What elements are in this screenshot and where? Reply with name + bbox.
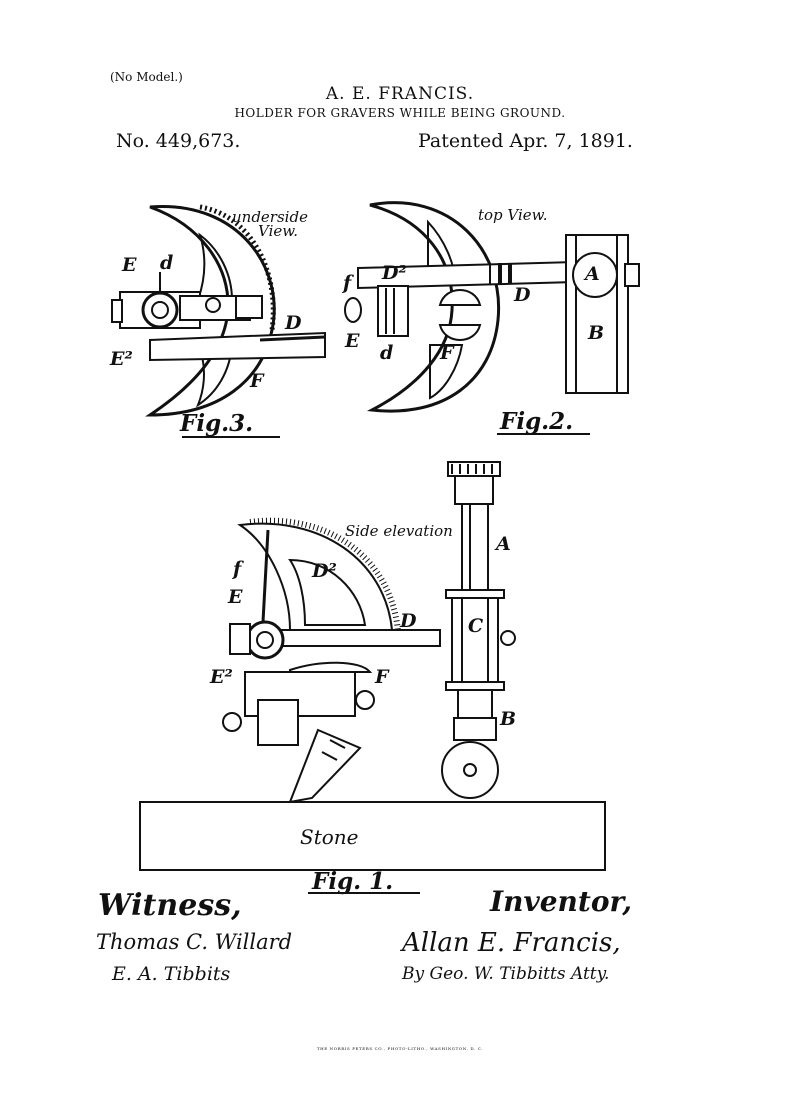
fig3-letter-D: D [285, 312, 302, 334]
fig1-sleeve-C [451, 593, 499, 687]
fig2-label: Fig.2. [500, 408, 574, 435]
fig1-arm-D [279, 629, 441, 647]
fig2-letter-D2: D² [382, 262, 407, 284]
fig1-letter-D: D [400, 610, 417, 632]
fig2-letter-F: F [440, 342, 454, 364]
patent-number: No. 449,673. [116, 130, 241, 152]
witness-signature-1: Thomas C. Willard [96, 930, 293, 954]
fig1-note: Side elevation [345, 522, 453, 540]
fig2-letter-B: B [588, 322, 605, 344]
fig1-letter-B: B [500, 708, 517, 730]
fig2-letter-E: E [345, 330, 360, 352]
fig1-wheel-B [441, 741, 499, 799]
fig1-letter-E2: E² [210, 666, 233, 688]
fig3-letter-E2: E² [110, 348, 133, 370]
fig2-lower-cutout [429, 344, 464, 400]
figure-3-drawing [111, 204, 326, 417]
fig1-column-A [461, 503, 489, 595]
stone-label: Stone [300, 825, 359, 849]
fig3-note-line1: underside [232, 208, 308, 226]
fig1-label: Fig. 1. [312, 868, 394, 895]
fig3-scale-ticks [199, 204, 276, 331]
fig1-letter-F: F [375, 666, 389, 688]
fig2-note: top View. [478, 206, 548, 224]
fig3-clamp-ring [141, 291, 179, 329]
printer-credit: THE NORRIS PETERS CO., PHOTO-LITHO., WAS… [316, 1046, 484, 1051]
fig2-letter-D: D [514, 284, 531, 306]
no-model-note: (No Model.) [110, 70, 183, 84]
fig1-letter-E: E [228, 586, 243, 608]
fig1-stone [139, 801, 606, 871]
fig2-knob-A [572, 252, 618, 298]
fig1-letter-f: f [233, 558, 242, 580]
fig1-letter-A: A [496, 533, 511, 555]
fig3-label: Fig.3. [180, 410, 254, 437]
fig1-gauge-F [289, 661, 373, 673]
patent-date: Patented Apr. 7, 1891. [418, 130, 633, 152]
witness-signature-2: E. A. Tibbits [112, 963, 231, 985]
fig2-letter-d: d [380, 342, 394, 364]
fig2-letter-A: A [585, 263, 600, 285]
fig3-note-line2: View. [258, 222, 299, 240]
figure-2-drawing [344, 201, 640, 413]
fig3-letter-F: F [250, 370, 264, 392]
fig1-quadrant-D2 [237, 522, 394, 631]
fig1-letter-C: C [468, 615, 484, 637]
witness-label: Witness, [98, 888, 242, 923]
fig1-letter-D2: D² [312, 560, 337, 582]
inventor-name-heading: A. E. FRANCIS. [325, 84, 475, 104]
figure-1-drawing [139, 461, 606, 871]
attorney-signature: By Geo. W. Tibbitts Atty. [402, 964, 610, 984]
fig3-crescent-frame [145, 205, 276, 417]
fig3-letter-E: E [122, 254, 137, 276]
fig3-letter-d: d [160, 252, 174, 274]
inventor-signature: Allan E. Francis, [402, 928, 621, 958]
inventor-label: Inventor, [490, 885, 632, 918]
fig2-letter-f: f [343, 272, 352, 294]
patent-title: HOLDER FOR GRAVERS WHILE BEING GROUND. [234, 106, 566, 120]
